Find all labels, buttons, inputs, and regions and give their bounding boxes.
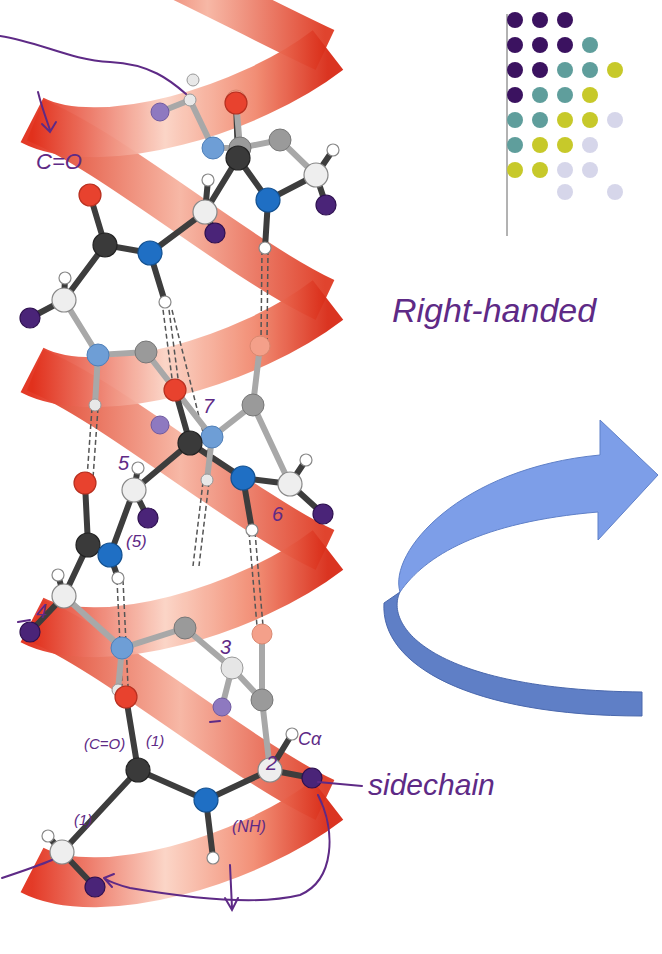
sidechain-label: sidechain — [368, 768, 495, 801]
backbone-bonds — [30, 100, 333, 887]
dot-grid — [507, 12, 623, 236]
handwritten-marks — [0, 36, 362, 910]
helix-ribbon-front — [32, 50, 328, 882]
callout-label: 6 — [272, 503, 283, 525]
callout-label: (5) — [126, 533, 147, 552]
callout-label: (1) — [74, 812, 92, 829]
rotation-arrow — [384, 420, 658, 716]
callout-label: (1) — [146, 733, 164, 750]
handedness-note: Right-handed — [392, 292, 596, 329]
atoms-front — [20, 92, 339, 897]
callout-label: 7 — [203, 395, 214, 417]
callout-label: 3 — [220, 636, 231, 658]
callout-label: 4 — [36, 600, 47, 622]
atoms-back — [87, 74, 291, 716]
callout-label: 2 — [266, 752, 277, 774]
callout-label: C=O — [36, 150, 82, 174]
callout-label: 5 — [118, 452, 129, 474]
callout-label: (NH) — [232, 818, 266, 836]
callout-label: Cα — [298, 730, 321, 750]
callout-label: (C=O) — [84, 736, 125, 753]
hydrogen-bonds — [87, 250, 268, 686]
